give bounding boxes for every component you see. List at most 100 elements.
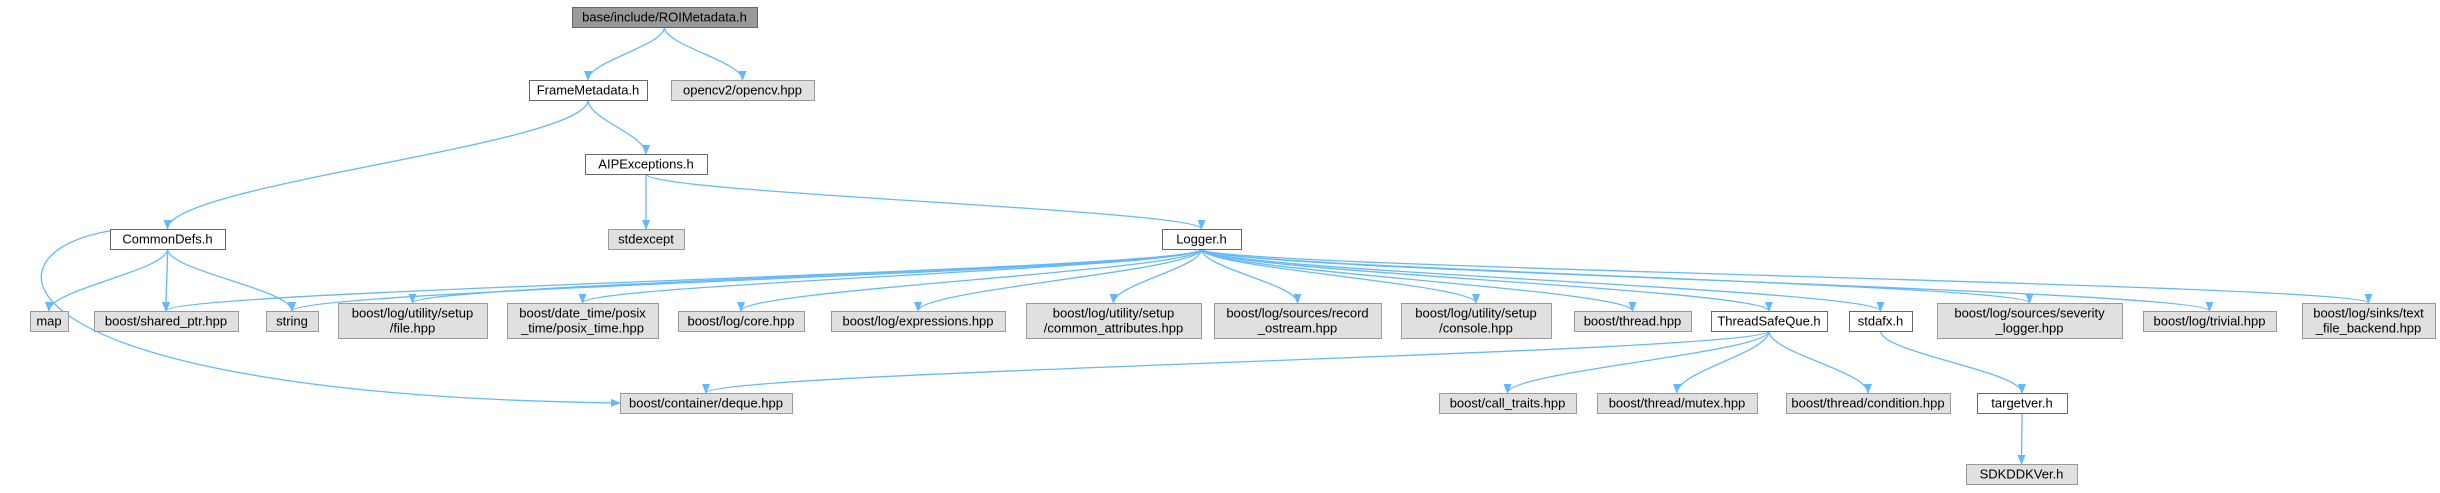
edge-logger-to-recordostream [1200,248,1302,304]
node-recordostream: boost/log/sources/record_ostream.hpp [1214,303,1382,339]
node-deque: boost/container/deque.hpp [620,393,793,414]
edge [584,26,666,81]
node-box [1966,464,2078,485]
edge [166,248,296,312]
node-label: _file_backend.hpp [2315,321,2422,336]
node-stdafx[interactable]: stdafx.h [1849,311,1913,332]
node-label: boost/thread/mutex.hpp [1609,396,1746,411]
edge [162,248,171,312]
node-box [1574,311,1692,332]
node-console: boost/log/utility/setup/console.hpp [1401,303,1552,339]
edge-targetver-to-sdkddk [2017,412,2026,465]
edge-roi-to-opencv [663,26,747,81]
edge [1768,330,1872,394]
node-trivial: boost/log/trivial.hpp [2143,311,2277,332]
node-threadsafeque[interactable]: ThreadSafeQue.h [1711,311,1828,332]
node-box [1786,393,1951,414]
edge-threadsafeque-to-calltraits [1503,330,1770,394]
node-label: boost/thread.hpp [1584,314,1682,329]
node-label: map [36,314,61,329]
edge [737,248,1203,312]
edge-logger-to-trivial [1200,248,2214,312]
node-targetver[interactable]: targetver.h [1977,393,2068,414]
edge-frame-to-aipex [587,99,650,155]
node-label: _logger.hpp [1995,321,2064,336]
edge-logger-to-thread [1200,248,1637,312]
node-label: _ostream.hpp [1257,321,1338,336]
nodes-layer: base/include/ROIMetadata.hFrameMetadata.… [30,7,2436,485]
node-label: /common_attributes.hpp [1044,321,1183,336]
node-box [671,80,815,101]
node-box [338,303,488,339]
node-logger[interactable]: Logger.h [1162,229,1242,250]
edge-aipex-to-logger [645,173,1206,230]
node-box [529,80,648,101]
node-box [507,303,659,339]
edge [1673,330,1770,394]
edge-logger-to-stdafx [1200,248,1885,312]
edge-logger-to-logfile [408,248,1203,304]
edge-logger-to-core [737,248,1203,312]
edge-commondefs-to-sharedptr [162,248,171,312]
node-textfile: boost/log/sinks/text_file_backend.hpp [2302,303,2436,339]
edge-logger-to-expr [914,248,1203,312]
node-label: Logger.h [1176,232,1227,247]
edge [702,330,1770,394]
edge-threadsafeque-to-deque [702,330,1770,394]
edge-threadsafeque-to-condition [1768,330,1872,394]
node-label: boost/log/utility/setup [352,306,473,321]
node-label: stdexcept [618,232,674,247]
node-aipex[interactable]: AIPExceptions.h [585,154,708,175]
node-box [608,229,685,250]
node-box [1401,303,1552,339]
node-expr: boost/log/expressions.hpp [831,311,1006,332]
node-label: stdafx.h [1858,314,1904,329]
node-commondefs[interactable]: CommonDefs.h [110,229,226,250]
node-box [620,393,793,414]
node-box [585,154,708,175]
node-label: boost/log/expressions.hpp [842,314,993,329]
edge [1200,248,1773,312]
node-box [1597,393,1758,414]
node-box [94,311,239,332]
node-label: boost/log/sources/severity [1954,306,2105,321]
node-label: CommonDefs.h [122,232,212,247]
edge [914,248,1203,312]
node-opencv: opencv2/opencv.hpp [671,80,815,101]
edge-logger-to-commonattr [1109,248,1203,304]
edge [2017,412,2026,465]
edge [1200,248,2214,312]
node-label: opencv2/opencv.hpp [683,83,802,98]
node-box [2302,303,2436,339]
node-label: boost/log/utility/setup [1053,306,1174,321]
node-label: boost/thread/condition.hpp [1791,396,1944,411]
node-box [831,311,1006,332]
edge-roi-to-frame [584,26,666,81]
edge-logger-to-textfile [1200,248,2372,304]
edge [1200,248,1637,312]
edge-logger-to-string [288,248,1203,312]
node-label: boost/log/trivial.hpp [2153,314,2265,329]
edge-logger-to-posix [578,248,1203,304]
node-box [1162,229,1242,250]
edge [1503,330,1770,394]
edge [1200,248,1480,304]
node-label: AIPExceptions.h [598,157,693,172]
node-frame[interactable]: FrameMetadata.h [529,80,648,101]
node-roi[interactable]: base/include/ROIMetadata.h [572,7,758,28]
edge [288,248,1203,312]
edge [1200,248,1302,304]
node-box [1937,303,2123,339]
node-label: boost/log/utility/setup [1415,306,1536,321]
edge [578,248,1203,304]
node-commonattr: boost/log/utility/setup/common_attribute… [1026,303,1202,339]
node-calltraits: boost/call_traits.hpp [1439,393,1577,414]
node-box [1849,311,1913,332]
node-label: base/include/ROIMetadata.h [582,10,747,25]
edge-commondefs-to-deque [40,229,621,407]
edge [408,248,1203,304]
node-stdexcept: stdexcept [608,229,685,250]
edge-threadsafeque-to-mutex [1673,330,1770,394]
edge [1879,330,2026,394]
